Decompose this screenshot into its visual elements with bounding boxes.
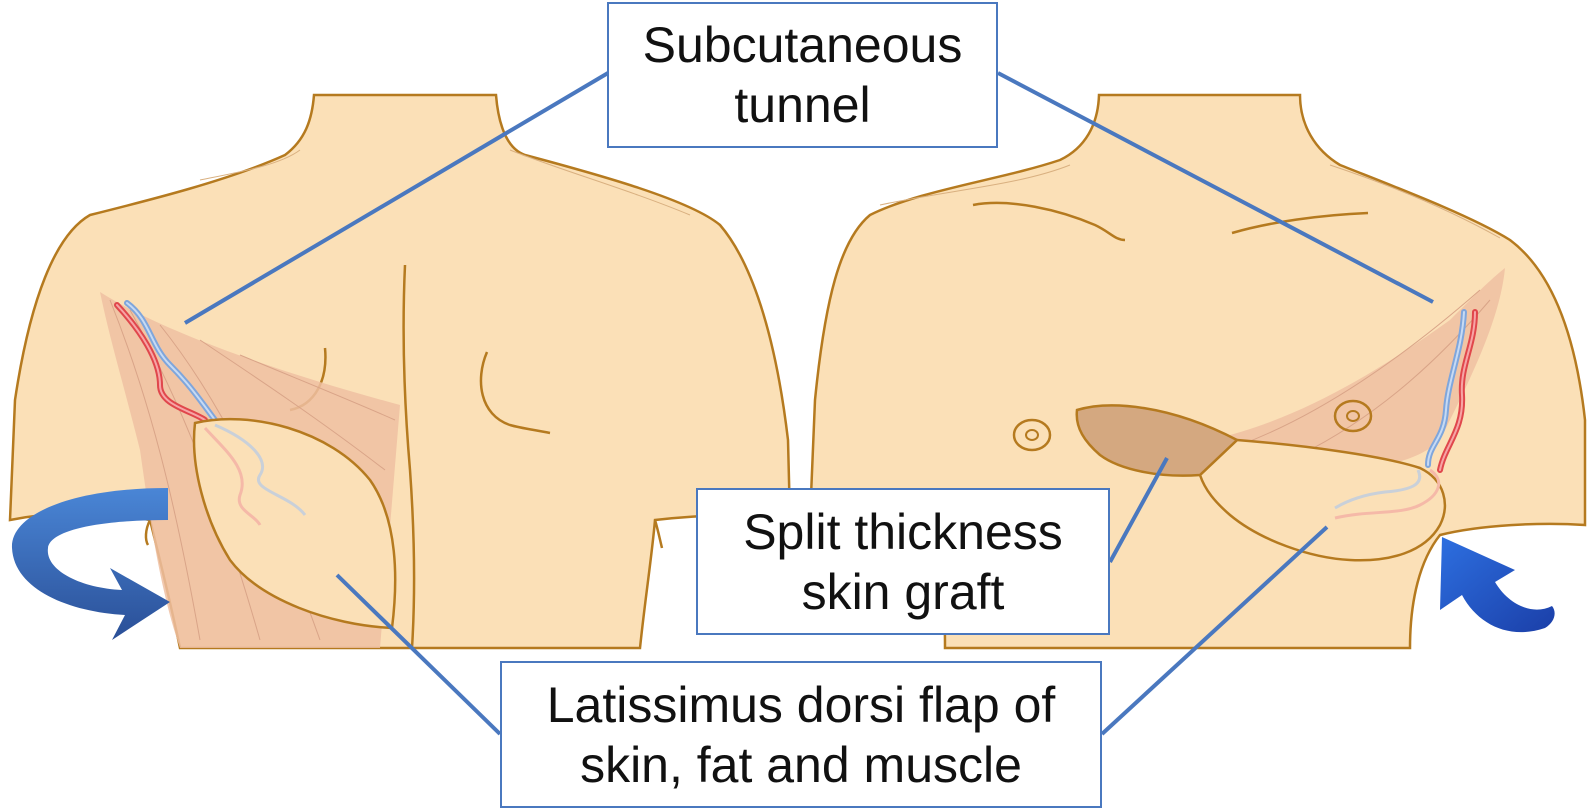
leader-line-tunnel-right (997, 71, 1434, 304)
right-nipple-center (1346, 410, 1360, 422)
subcutaneous-tunnel-line1: Subcutaneous (642, 17, 963, 73)
latissimus-dorsi-flap-label: Latissimus dorsi flap of skin, fat and m… (500, 661, 1102, 808)
leader-line-skin-graft (1108, 457, 1169, 563)
pectoral-region-front (1210, 268, 1505, 470)
back-neck-crease-right (509, 149, 691, 216)
subcutaneous-tunnel-line2: tunnel (734, 77, 871, 133)
leader-lines (183, 71, 1434, 736)
subcutaneous-tunnel-label: Subcutaneous tunnel (607, 2, 998, 148)
muscle-fiber (109, 299, 201, 641)
thoracodorsal-artery-highlight (116, 304, 206, 421)
right-clavicle (1231, 211, 1369, 235)
split-thickness-skin-graft-label: Split thickness skin graft (696, 488, 1110, 635)
rotated-muscle-region (1210, 268, 1505, 470)
flap-artery-branch (1334, 468, 1441, 520)
flap-front (1075, 404, 1447, 562)
latissimus-flap-line1: Latissimus dorsi flap of (546, 676, 1056, 733)
latissimus-flap-line2: skin, fat and muscle (580, 736, 1022, 793)
rotation-arrow-left (11, 488, 170, 640)
front-neck-crease-right (1329, 164, 1501, 239)
left-nipple-center (1025, 429, 1039, 441)
flap-vein-branch (214, 423, 307, 516)
vessels-back (114, 300, 218, 423)
muscle-fiber (1299, 299, 1491, 456)
thoracodorsal-artery-highlight (1439, 311, 1476, 471)
back-neck-crease-left (199, 149, 301, 181)
nipples-front (1012, 399, 1373, 452)
thoracodorsal-vein-highlight (126, 302, 216, 421)
curved-arrow-icon (1440, 537, 1555, 633)
back-spine-line (402, 264, 416, 649)
flap-vein-branch (1334, 469, 1422, 510)
front-neck-crease-left (879, 164, 1071, 206)
back-left-armpit (144, 519, 152, 546)
back-right-scapula (479, 351, 551, 435)
skin-graft-line1: Split thickness (743, 503, 1063, 560)
left-clavicle (972, 201, 1126, 242)
vessels-front (1425, 309, 1478, 473)
rotation-arrow-right (1440, 537, 1555, 633)
muscle-fiber (199, 339, 386, 471)
flap-artery-branch (203, 426, 262, 526)
back-right-armpit (653, 519, 664, 549)
skin-graft-line2: skin graft (801, 563, 1005, 620)
leader-line-flap-right (1100, 525, 1329, 736)
split-thickness-skin-graft (1075, 404, 1240, 477)
left-nipple (1012, 418, 1052, 452)
leader-line-flap-left (335, 573, 502, 736)
muscle-fiber (239, 354, 396, 421)
thoracodorsal-vein-highlight (1427, 311, 1465, 466)
curved-arrow-icon (11, 488, 170, 640)
muscle-fiber (1239, 289, 1481, 446)
right-nipple (1333, 399, 1373, 433)
leader-line-tunnel-left (183, 71, 610, 325)
latissimus-flap-inset (1198, 438, 1447, 562)
